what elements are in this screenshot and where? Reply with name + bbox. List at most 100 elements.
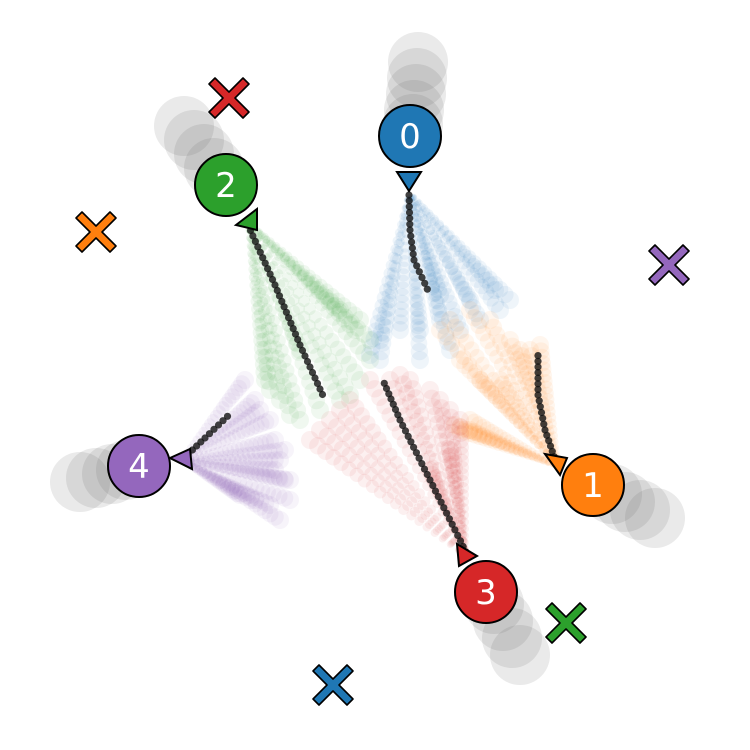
prediction-sample-point (293, 302, 305, 315)
prediction-sample-point (453, 484, 465, 496)
prediction-sample-point (455, 467, 469, 481)
prediction-sample-point (448, 480, 460, 492)
prediction-sample-point (450, 488, 461, 499)
prediction-sample-point (414, 516, 425, 526)
prediction-sample-point (429, 214, 439, 224)
prediction-sample-point (421, 257, 434, 269)
prediction-sample-point (427, 459, 439, 472)
prediction-sample-point (210, 431, 223, 444)
prediction-sample-point (513, 347, 531, 365)
prediction-sample-point (210, 454, 221, 466)
agent-markers: 0 1 2 3 4 (107, 104, 625, 624)
prediction-sample-point (207, 461, 217, 471)
predicted-path-point (219, 417, 227, 425)
prediction-sample-point (244, 488, 260, 504)
prediction-sample-point (439, 224, 450, 235)
prediction-sample-point (410, 492, 421, 503)
prediction-sample-point (484, 318, 503, 336)
prediction-sample-point (236, 465, 250, 479)
prediction-sample-point (303, 285, 315, 297)
prediction-sample-point (356, 446, 372, 462)
prediction-sample-point (395, 281, 410, 296)
prediction-sample-point (281, 406, 299, 424)
prediction-sample-point (252, 325, 268, 340)
prediction-sample-point (259, 313, 272, 327)
predicted-path-point (266, 270, 274, 278)
prediction-sample-point (221, 392, 237, 408)
predicted-path-point (214, 421, 223, 429)
prediction-sample-point (329, 340, 346, 357)
prediction-sample-point (191, 463, 200, 473)
prediction-sample-point (427, 217, 437, 226)
prediction-sample-point (399, 212, 407, 221)
prediction-sample-point (296, 268, 310, 282)
predicted-path-point (316, 385, 324, 393)
prediction-sample-point (191, 456, 200, 464)
prediction-sample-point (246, 391, 264, 409)
prediction-sample-point (261, 468, 278, 486)
prediction-sample-point (492, 333, 509, 350)
prediction-sample-point (254, 316, 268, 330)
prediction-sample-point (387, 487, 399, 499)
prediction-sample-point (337, 324, 354, 341)
prediction-sample-point (202, 468, 213, 479)
prediction-sample-point (397, 261, 411, 275)
prediction-sample-point (269, 260, 278, 270)
agent-3-circle (454, 560, 518, 624)
prediction-sample-point (496, 285, 514, 304)
prediction-sample-point (409, 286, 423, 300)
prediction-sample-point (201, 468, 212, 480)
prediction-fan-agent-3 (301, 366, 470, 555)
prediction-sample-point (435, 318, 452, 335)
prediction-sample-point (415, 199, 423, 207)
prediction-sample-point (428, 287, 443, 302)
prediction-sample-point (486, 281, 504, 299)
prediction-sample-point (516, 407, 530, 421)
prediction-sample-point (498, 431, 512, 445)
prediction-sample-point (394, 294, 410, 311)
prediction-sample-point (444, 260, 459, 275)
prediction-sample-point (236, 447, 250, 461)
prediction-sample-point (460, 517, 469, 527)
predicted-path-point (210, 425, 218, 433)
prediction-sample-point (442, 447, 456, 462)
prediction-sample-point (417, 222, 427, 231)
prediction-sample-point (271, 451, 289, 469)
prediction-sample-point (487, 389, 504, 406)
prediction-sample-point (224, 472, 236, 484)
prediction-sample-point (474, 278, 490, 295)
prediction-sample-point (413, 225, 424, 236)
predicted-path-point (264, 265, 272, 273)
prediction-sample-point (523, 450, 534, 461)
prediction-sample-point (415, 215, 424, 224)
prediction-sample-point (271, 441, 289, 460)
prediction-sample-point (543, 399, 555, 412)
heading-triangle-agent-4 (167, 447, 194, 471)
prediction-sample-point (250, 480, 265, 496)
prediction-sample-point (303, 275, 315, 287)
prediction-sample-point (205, 473, 216, 483)
prediction-sample-point (298, 295, 310, 307)
prediction-sample-point (440, 533, 448, 541)
prediction-sample-point (193, 459, 202, 467)
predicted-path-point (431, 487, 440, 495)
prediction-sample-point (446, 307, 464, 325)
prediction-sample-point (265, 305, 278, 317)
prediction-sample-point (224, 463, 236, 475)
prediction-sample-point (224, 388, 240, 404)
prediction-sample-point (422, 219, 433, 230)
prediction-sample-point (349, 319, 367, 337)
prediction-sample-point (520, 417, 531, 428)
prediction-sample-point (423, 389, 441, 407)
prediction-sample-point (518, 448, 529, 459)
prediction-sample-point (437, 328, 455, 346)
prediction-sample-point (287, 279, 299, 291)
prediction-sample-point (456, 474, 470, 488)
prediction-sample-point (427, 406, 444, 423)
prediction-sample-point (443, 416, 460, 433)
prediction-sample-point (465, 423, 484, 441)
prediction-sample-point (493, 392, 505, 404)
prediction-sample-point (457, 256, 471, 270)
prediction-sample-point (341, 386, 359, 404)
